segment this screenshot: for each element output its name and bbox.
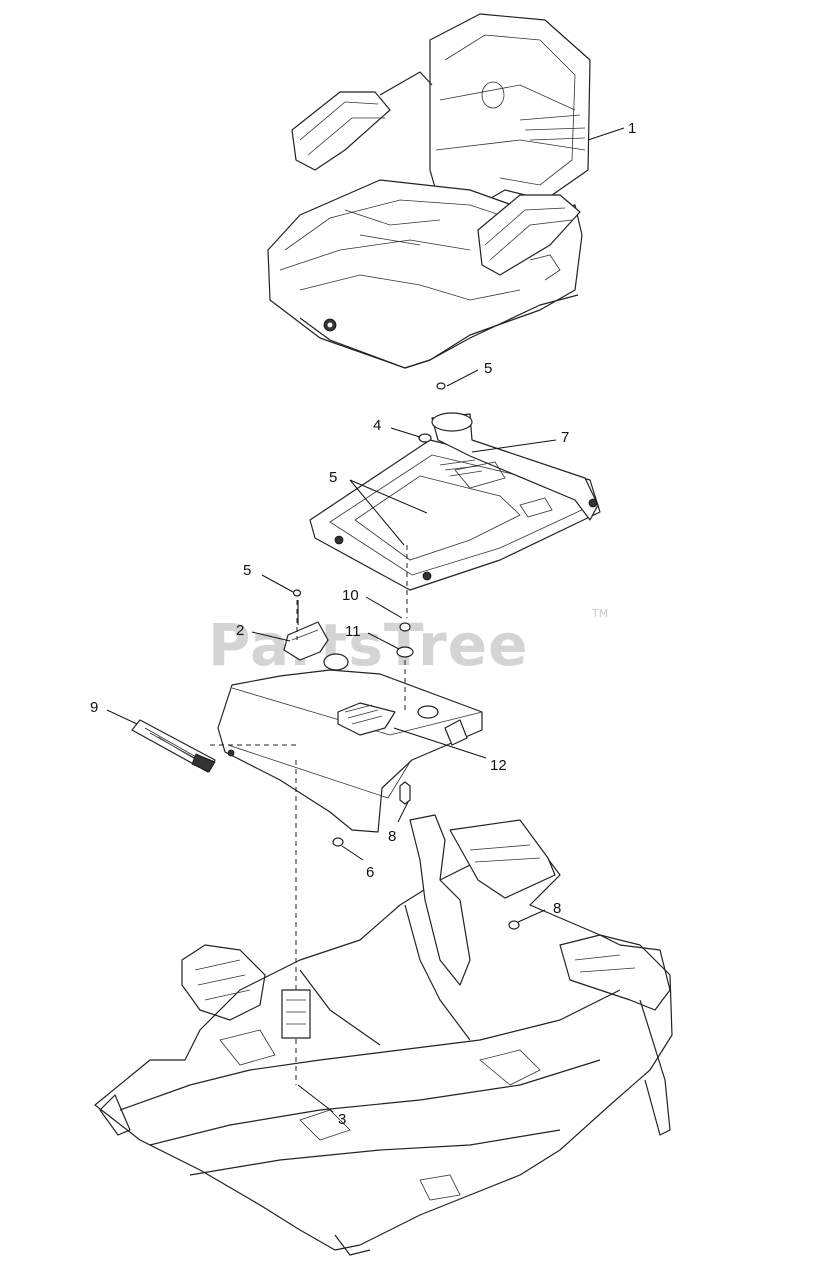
callout-handle: 9	[90, 699, 98, 716]
fasteners-drawing	[332, 622, 520, 930]
callout-screw: 10	[342, 587, 359, 604]
callout-pin-6: 6	[366, 864, 374, 881]
callout-label: 12	[490, 757, 507, 774]
callout-washer: 4	[373, 417, 381, 434]
handle-drawing	[131, 719, 216, 773]
leader-lines	[106, 127, 625, 1113]
washer-drawing	[418, 433, 432, 443]
plate-drawing	[309, 412, 601, 591]
seat-drawing	[267, 13, 591, 369]
callout-pin-8-right: 8	[553, 900, 561, 917]
callout-nut-plate: 5	[329, 469, 337, 486]
bracket-drawing	[283, 589, 329, 661]
callout-rod: 3	[338, 1111, 346, 1128]
callout-pin-8-mid: 8	[388, 828, 396, 845]
callout-seat: 1	[628, 120, 636, 137]
callouts: 1 5 4 7 5 5 2 10 11 9 12 8 6 8 3	[90, 120, 636, 1128]
nut-top-drawing	[436, 382, 446, 390]
callout-bolt-left: 5	[243, 562, 251, 579]
frame-drawing	[94, 814, 673, 1256]
console-drawing	[217, 653, 483, 833]
watermark: PartsTree TM	[208, 607, 608, 679]
watermark-text: PartsTree	[208, 611, 528, 679]
watermark-trademark: TM	[591, 607, 608, 620]
callout-bracket: 2	[236, 622, 244, 639]
callout-plate: 7	[561, 429, 569, 446]
callout-nut-top: 5	[484, 360, 492, 377]
callout-nut-11: 11	[345, 623, 361, 640]
